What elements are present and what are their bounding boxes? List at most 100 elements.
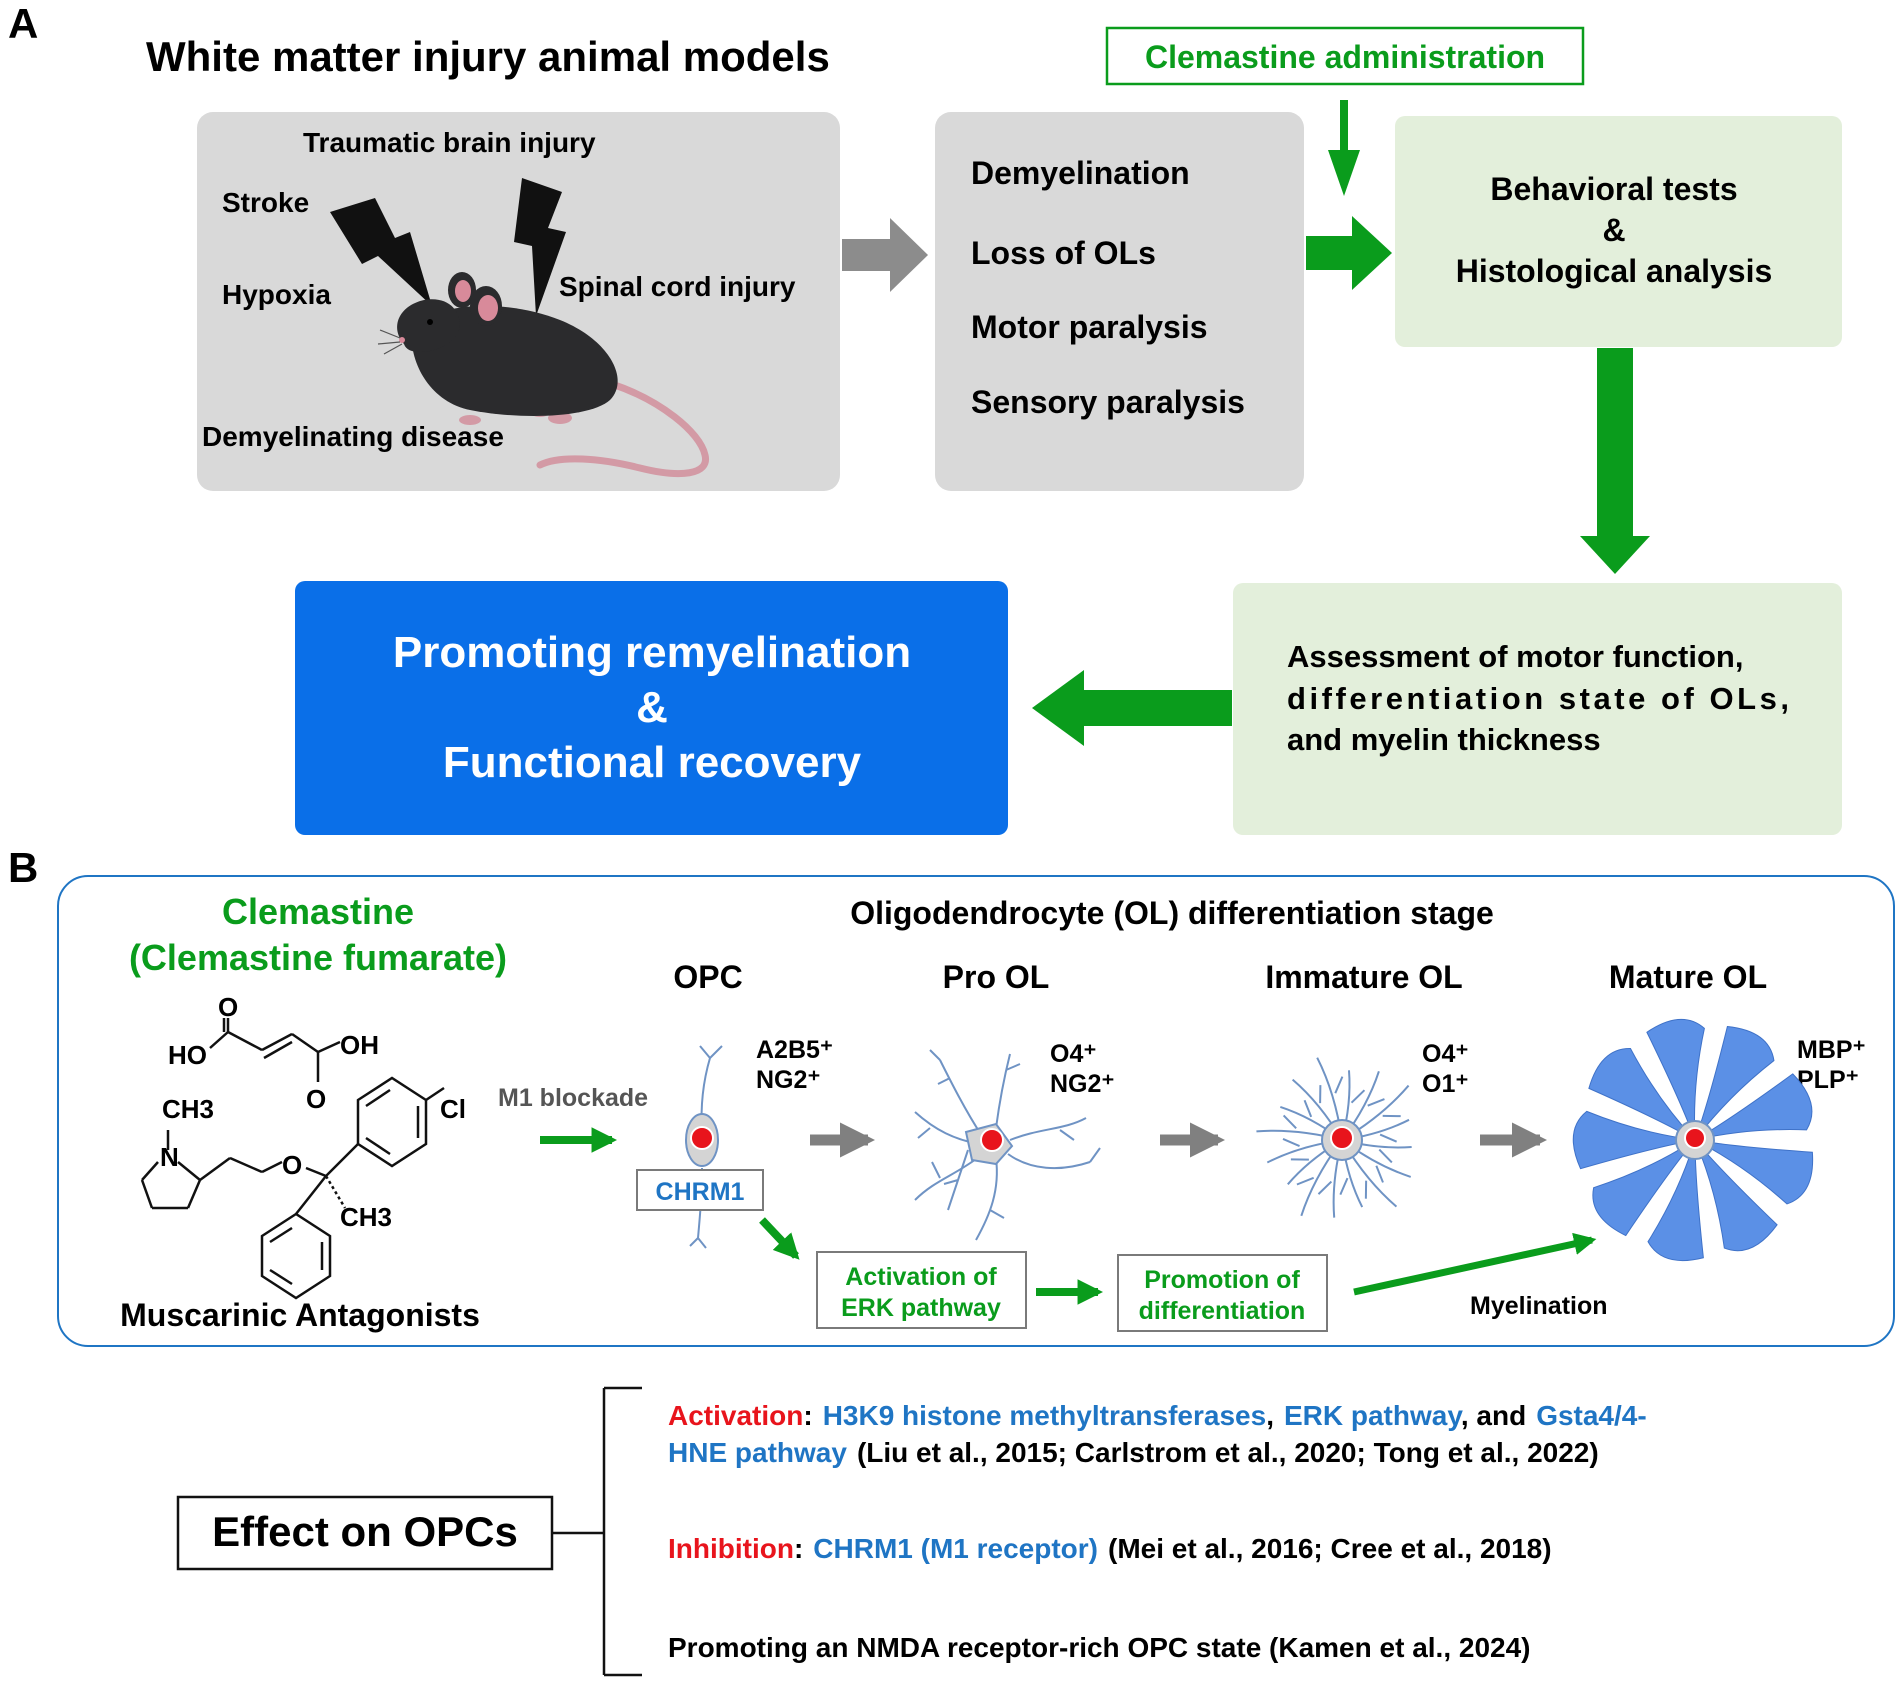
outcome-motor-paralysis: Motor paralysis: [971, 309, 1208, 345]
green-left-arrow-head: [1032, 670, 1084, 746]
m1-blockade-label: M1 blockade: [498, 1084, 648, 1112]
activation-gsta-line-1: Gsta4/4-: [1536, 1400, 1647, 1431]
hypoxia-label: Hypoxia: [222, 279, 331, 310]
marker-pro-2: NG2⁺: [1050, 1070, 1115, 1098]
chem-oh: OH: [340, 1030, 379, 1060]
lightning-bolt-icon: [514, 178, 566, 316]
marker-opc-1: A2B5⁺: [756, 1036, 833, 1064]
outcome-loss-of-ols: Loss of OLs: [971, 235, 1156, 271]
injury-outcomes-box: [935, 112, 1304, 491]
myelin-sheath-petal: [1588, 1047, 1696, 1141]
chem-o-top: O: [218, 992, 238, 1022]
admin-arrow-shaft: [1340, 100, 1348, 152]
behavioral-tests-label: Behavioral tests: [1490, 171, 1737, 207]
drug-class: Muscarinic Antagonists: [120, 1297, 480, 1333]
result-line-2: Functional recovery: [443, 738, 862, 787]
myelin-sheath-petal: [1646, 1018, 1705, 1141]
activation-erk: ERK pathway: [1284, 1400, 1463, 1431]
outcome-demyelination: Demyelination: [971, 155, 1190, 191]
result-ampersand: &: [636, 683, 668, 732]
chrm1-box: [636, 1169, 764, 1211]
promoting-line: Promoting an NMDA receptor-rich OPC stat…: [668, 1632, 1531, 1663]
green-down-arrow-head: [1580, 536, 1650, 574]
activation-line-2: HNE pathway (Liu et al., 2015; Carlstrom …: [668, 1437, 1599, 1468]
behavioral-tests-box: [1395, 116, 1842, 347]
differentiation-box: [1117, 1254, 1328, 1332]
chrm1-to-erk-arrow: [759, 1217, 800, 1260]
opc-nucleus: [690, 1126, 714, 1150]
drug-salt: (Clemastine fumarate): [129, 937, 507, 978]
stage-title: Oligodendrocyte (OL) differentiation sta…: [850, 895, 1494, 931]
chem-cl: Cl: [440, 1094, 466, 1124]
behavioral-ampersand: &: [1602, 212, 1625, 248]
activation-h3k9: H3K9 histone methyltransferases: [823, 1400, 1267, 1431]
mouse-illustration: [377, 272, 709, 478]
myelin-sheath-petal: [1647, 1139, 1704, 1261]
green-down-arrow-shaft: [1597, 348, 1633, 538]
demyelinating-disease-label: Demyelinating disease: [202, 421, 504, 452]
activation-label: Activation: [668, 1400, 803, 1431]
activation-refs: (Liu et al., 2015; Carlstrom et al., 202…: [857, 1437, 1599, 1468]
panel-b-frame: [57, 875, 1895, 1347]
panel-a-label: A: [8, 0, 38, 47]
stage-mature-ol: Mature OL: [1609, 959, 1767, 995]
immature-ol-nucleus: [1330, 1126, 1354, 1150]
chem-ch3-bottom: CH3: [340, 1202, 392, 1232]
myelin-sheath-petal: [1694, 1139, 1778, 1252]
marker-mature-1: MBP⁺: [1797, 1036, 1866, 1064]
chem-ch3-top: CH3: [162, 1094, 214, 1124]
chem-ho: HO: [168, 1040, 207, 1070]
pro-ol-nucleus: [980, 1128, 1004, 1152]
mature-ol-nucleus: [1684, 1127, 1706, 1149]
marker-mature-2: PLP⁺: [1797, 1066, 1859, 1094]
traumatic-brain-injury-label: Traumatic brain injury: [303, 127, 596, 158]
inhibition-target: CHRM1 (M1 receptor): [813, 1533, 1098, 1564]
assessment-line-1: Assessment of motor function,: [1287, 639, 1743, 674]
outcome-sensory-paralysis: Sensory paralysis: [971, 384, 1245, 420]
clemastine-administration-box: [1105, 26, 1585, 86]
marker-immature-2: O1⁺: [1422, 1070, 1469, 1098]
stroke-label: Stroke: [222, 187, 309, 218]
assessment-box: [1233, 583, 1842, 835]
myelin-sheath-petal: [1694, 1073, 1813, 1141]
activation-comma: ,: [1266, 1400, 1274, 1431]
effect-on-opcs-label: Effect on OPCs: [212, 1508, 518, 1555]
result-box: [295, 581, 1008, 835]
histological-analysis-label: Histological analysis: [1456, 253, 1773, 289]
marker-immature-1: O4⁺: [1422, 1040, 1469, 1068]
clemastine-structure: [140, 1018, 445, 1300]
marker-pro-1: O4⁺: [1050, 1040, 1097, 1068]
result-line-1: Promoting remyelination: [393, 628, 911, 677]
myelin-sheath-petal: [1694, 1139, 1814, 1205]
activation-line-1: Activation: H3K9 histone methyltransferas…: [668, 1400, 1647, 1431]
green-left-arrow-shaft: [1082, 690, 1232, 726]
drug-name: Clemastine: [222, 891, 414, 932]
gray-flow-arrow-head: [890, 218, 928, 292]
differentiation-box-line-1: Promotion of: [1144, 1266, 1300, 1294]
effects-bracket: [552, 1386, 642, 1677]
myelination-label: Myelination: [1470, 1292, 1608, 1320]
assessment-line-3: and myelin thickness: [1287, 722, 1601, 757]
erk-box: [816, 1251, 1027, 1329]
chem-o-ether: O: [282, 1150, 302, 1180]
admin-arrow-head: [1328, 150, 1360, 196]
myelin-sheath-petal: [1694, 1025, 1775, 1141]
erk-box-line-1: Activation of: [845, 1263, 997, 1291]
spinal-cord-injury-label: Spinal cord injury: [559, 271, 796, 302]
assessment-line-2: differentiation state of OLs,: [1287, 681, 1789, 716]
panel-b-label: B: [8, 844, 38, 891]
stage-immature-ol: Immature OL: [1265, 959, 1462, 995]
inhibition-refs: (Mei et al., 2016; Cree et al., 2018): [1108, 1533, 1552, 1564]
clemastine-administration-label: Clemastine administration: [1145, 39, 1545, 75]
erk-box-line-2: ERK pathway: [841, 1294, 1001, 1322]
mature-ol-cell: [1572, 1018, 1814, 1261]
activation-gsta-line-2: HNE pathway: [668, 1437, 847, 1468]
myelination-arrow: [1353, 1232, 1597, 1296]
differentiation-box-line-2: differentiation: [1139, 1297, 1306, 1325]
chrm1-label: CHRM1: [656, 1178, 745, 1206]
green-arrow-to-behavioral-head: [1352, 216, 1392, 290]
lightning-bolt-icon: [330, 198, 432, 306]
marker-opc-2: NG2⁺: [756, 1066, 821, 1094]
activation-colon: :: [803, 1400, 812, 1431]
